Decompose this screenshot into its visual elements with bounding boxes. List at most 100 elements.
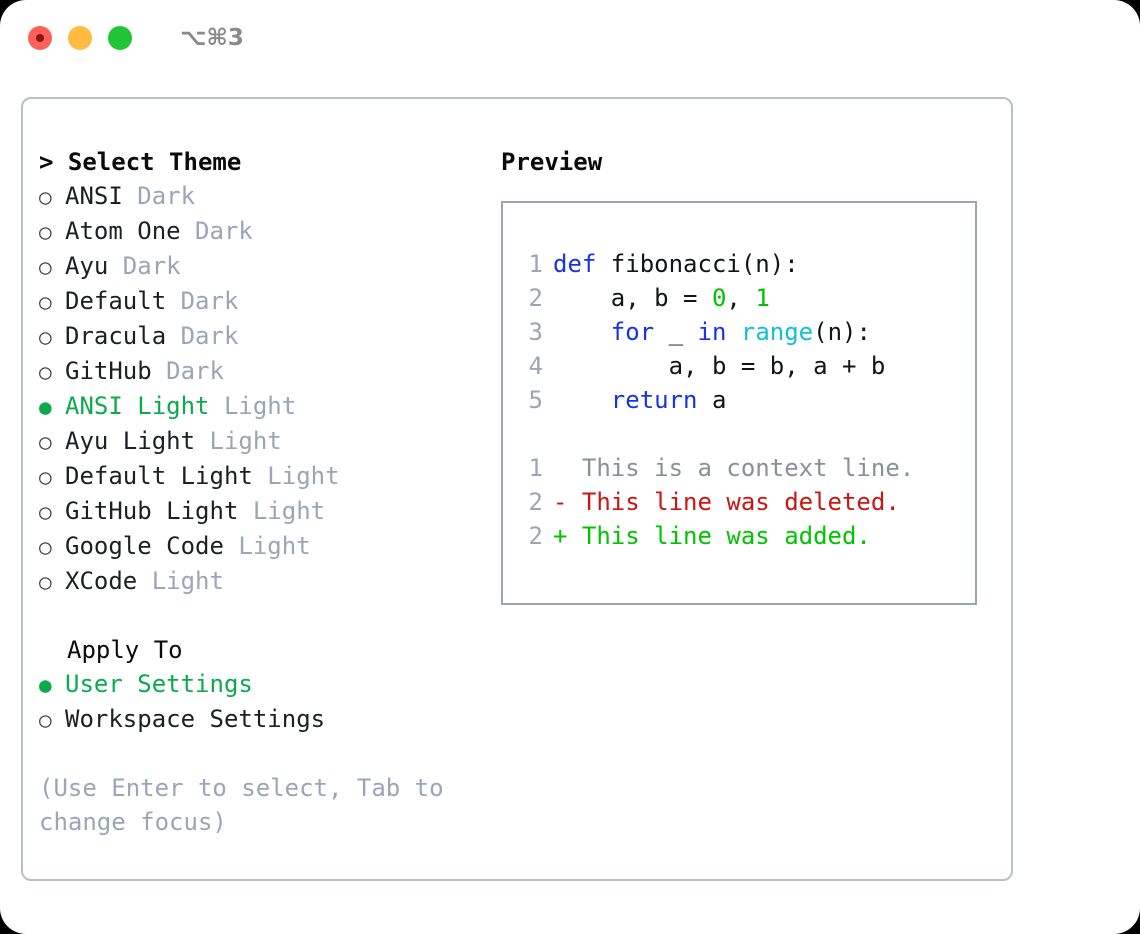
diff-line-number: 2 (528, 522, 543, 550)
diff-line-text-ctx: This is a context line. (553, 454, 915, 482)
theme-option-8[interactable]: ○ Default Light Light (39, 459, 509, 494)
theme-option-tag: Dark (195, 217, 253, 245)
code-line-number: 4 (528, 352, 543, 380)
theme-option-9[interactable]: ○ GitHub Light Light (39, 494, 509, 529)
theme-option-tag: Light (252, 497, 326, 525)
code-token-plain (553, 386, 611, 414)
theme-option-tag: Dark (180, 322, 239, 350)
code-line-text: a, b = b, a + b (553, 349, 886, 383)
hint-spacer (39, 737, 509, 771)
radio-unselected-icon: ○ (39, 255, 52, 279)
code-token-var: a, b = b, a + b (553, 352, 886, 380)
code-token-fn: range (740, 318, 814, 346)
theme-option-3[interactable]: ○ Default Dark (39, 284, 509, 319)
theme-option-name: Default (65, 287, 181, 315)
theme-option-name: XCode (65, 567, 152, 595)
code-token-num: 1 (755, 284, 770, 312)
code-token-var: a (697, 386, 727, 414)
theme-option-name: Google Code (65, 532, 239, 560)
code-line-text: for _ in range(n): (553, 315, 871, 349)
theme-option-tag: Light (151, 567, 224, 595)
radio-unselected-icon: ○ (39, 535, 52, 559)
apply-to-option-name: Workspace Settings (65, 705, 326, 733)
apply-to-option-name: User Settings (65, 670, 253, 698)
code-token-plain (553, 318, 611, 346)
theme-option-1[interactable]: ○ Atom One Dark (39, 214, 509, 249)
close-button-icon[interactable] (28, 26, 52, 50)
theme-option-name: GitHub Light (65, 497, 253, 525)
code-diff-gap (515, 417, 969, 451)
radio-unselected-icon: ○ (39, 465, 52, 489)
code-token-kw: in (697, 318, 727, 346)
theme-option-tag: Dark (180, 287, 239, 315)
code-token-plain (726, 318, 740, 346)
theme-option-11[interactable]: ○XCode Light (39, 564, 509, 599)
diff-line-number: 2 (528, 488, 543, 516)
theme-option-7[interactable]: ○Ayu Light Light (39, 424, 509, 459)
code-token-var: a, b = (553, 284, 712, 312)
code-line-text: return a (553, 383, 727, 417)
radio-unselected-icon: ○ (39, 430, 52, 454)
theme-option-tag: Light (238, 532, 311, 560)
theme-option-name: GitHub (65, 357, 167, 385)
theme-option-10[interactable]: ○ Google Code Light (39, 529, 509, 564)
diff-line-0: 1 This is a context line. (515, 451, 969, 485)
code-line-number: 3 (528, 318, 543, 346)
theme-option-name: Default Light (65, 462, 268, 490)
diff-line-1: 2 - This line was deleted. (515, 485, 969, 519)
code-token-num: 0 (711, 284, 727, 312)
theme-option-4[interactable]: ○Dracula Dark (39, 319, 509, 354)
main-panel: > Select Theme ○ANSI Dark○Atom One Dark○… (21, 97, 1013, 881)
theme-option-tag: Light (267, 462, 340, 490)
theme-option-name: Dracula (65, 322, 181, 350)
apply-to-option-1[interactable]: ○ Workspace Settings (39, 702, 509, 737)
diff-line-text-add: + This line was added. (553, 522, 871, 550)
radio-unselected-icon: ○ (39, 500, 52, 524)
apply-to-heading: Apply To (67, 636, 183, 664)
theme-option-2[interactable]: ○Ayu Dark (39, 249, 509, 284)
diff-line-number: 1 (528, 454, 543, 482)
code-line-number: 2 (528, 284, 543, 312)
code-line-number: 1 (528, 250, 543, 278)
code-line-text: a, b = 0, 1 (553, 281, 770, 315)
radio-unselected-icon: ○ (39, 220, 52, 244)
radio-unselected-icon: ○ (39, 290, 52, 314)
code-line-1: 2 a, b = 0, 1 (515, 281, 969, 315)
theme-option-0[interactable]: ○ANSI Dark (39, 179, 509, 214)
theme-option-tag: Light (223, 392, 297, 420)
minimize-button-icon[interactable] (68, 26, 92, 50)
code-line-number: 5 (528, 386, 543, 414)
code-token-kw: return (610, 386, 698, 414)
radio-unselected-icon: ○ (39, 708, 52, 732)
theme-option-6[interactable]: ●ANSI Light Light (39, 389, 509, 424)
code-token-plain: (n): (813, 318, 871, 346)
apply-to-option-0[interactable]: ●User Settings (39, 667, 509, 702)
theme-option-5[interactable]: ○GitHub Dark (39, 354, 509, 389)
diff-line-text-del: - This line was deleted. (553, 488, 900, 516)
code-line-text: def fibonacci(n): (553, 247, 799, 281)
maximize-button-icon[interactable] (108, 26, 132, 50)
code-line-3: 4 a, b = b, a + b (515, 349, 969, 383)
radio-unselected-icon: ○ (39, 360, 52, 384)
keyboard-shortcut-label: ⌥⌘3 (180, 25, 244, 51)
close-dot-icon (36, 34, 44, 42)
code-token-kw: def (553, 250, 597, 278)
window-titlebar: ⌥⌘3 (0, 0, 1140, 76)
list-spacer (39, 599, 509, 633)
theme-option-tag: Dark (137, 182, 196, 210)
theme-option-name: Atom One (65, 217, 196, 245)
radio-selected-icon: ● (39, 395, 52, 419)
diff-line-2: 2 + This line was added. (515, 519, 969, 553)
preview-heading: Preview (501, 148, 603, 176)
panel-columns: > Select Theme ○ANSI Dark○Atom One Dark○… (23, 99, 1011, 879)
keyboard-hint-text: (Use Enter to select, Tab to change focu… (39, 774, 459, 836)
theme-picker-column: > Select Theme ○ANSI Dark○Atom One Dark○… (39, 145, 509, 839)
theme-option-tag: Dark (122, 252, 181, 280)
traffic-light-group (28, 26, 132, 50)
select-theme-heading: > Select Theme (39, 148, 242, 176)
